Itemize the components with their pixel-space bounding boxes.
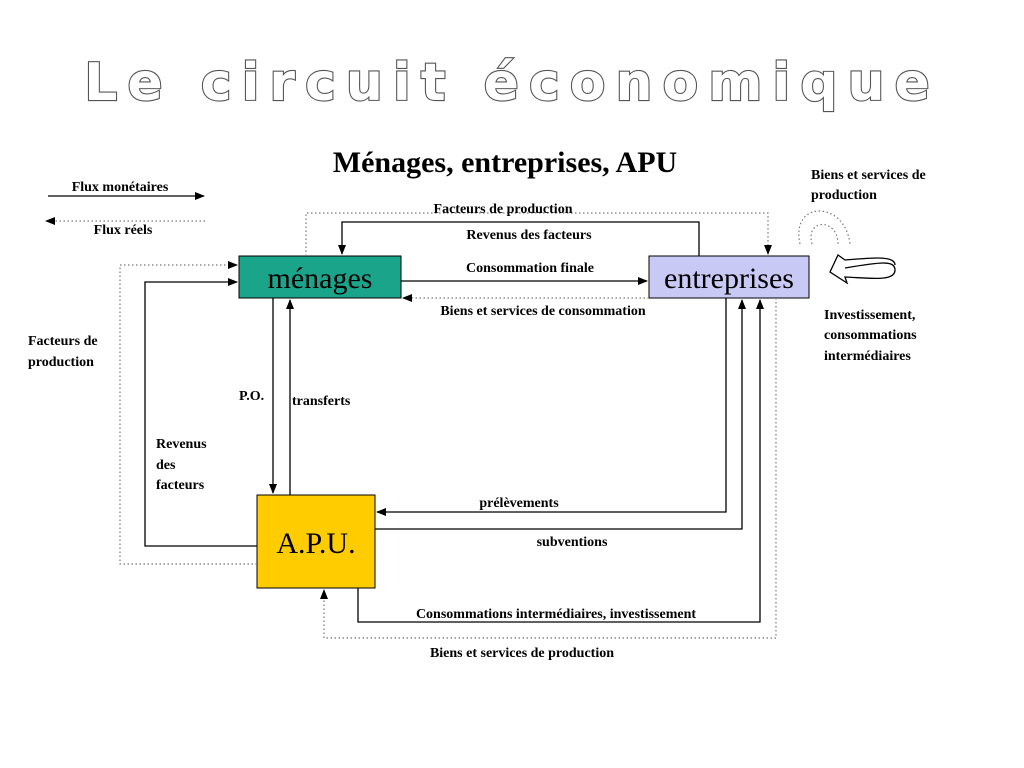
- facteurs-production-left-arrow: [119, 261, 257, 565]
- menages-label: ménages: [268, 262, 373, 295]
- menages-box: [238, 255, 402, 299]
- label-investissement-right-1: Investissement,: [824, 308, 915, 323]
- apu-box: [256, 494, 376, 589]
- label-facteurs-production-left-2: production: [28, 355, 94, 370]
- label-po: P.O.: [239, 389, 264, 404]
- apu-label: A.P.U.: [276, 527, 355, 560]
- label-investissement-right-3: intermédiaires: [824, 349, 911, 364]
- label-consommation-finale: Consommation finale: [466, 261, 594, 276]
- biens-production-bottom-arrow: [320, 298, 777, 639]
- legend-monetary-label: Flux monétaires: [72, 180, 169, 195]
- node-entreprises: entreprises: [648, 255, 810, 299]
- facteurs-production-top-arrow: [305, 212, 772, 256]
- label-biens-production-right-1: Biens et services de: [811, 168, 926, 183]
- label-revenus-left-3: facteurs: [156, 478, 205, 493]
- label-revenus-facteurs-top: Revenus des facteurs: [466, 228, 592, 243]
- label-transferts: transferts: [292, 394, 351, 409]
- revenus-facteurs-left-arrow: [144, 278, 257, 547]
- label-ci-investissement: Consommations intermédiaires, investisse…: [416, 607, 696, 622]
- label-biens-production-bottom: Biens et services de production: [430, 646, 614, 661]
- investissement-self-loop: [829, 254, 896, 285]
- page-title: Le circuit économique: [84, 53, 940, 113]
- subventions-arrow: [375, 299, 746, 530]
- label-revenus-left-2: des: [156, 458, 176, 473]
- label-subventions: subventions: [537, 535, 608, 550]
- diagram-subtitle: Ménages, entreprises, APU: [333, 146, 677, 179]
- entreprises-box: [648, 255, 810, 299]
- label-biens-services-consommation: Biens et services de consommation: [440, 304, 646, 319]
- ci-investissement-arrow: [357, 299, 764, 623]
- label-facteurs-production-left-1: Facteurs de: [28, 334, 98, 349]
- biens-production-self-loop: [798, 210, 851, 245]
- label-biens-production-right-2: production: [811, 188, 877, 203]
- label-facteurs-production-top: Facteurs de production: [434, 202, 573, 217]
- entreprises-label: entreprises: [664, 262, 794, 295]
- prelevements-arrow: [376, 298, 727, 516]
- revenus-facteurs-arrow: [338, 221, 700, 256]
- label-revenus-left-1: Revenus: [156, 437, 207, 452]
- node-apu: A.P.U.: [256, 494, 376, 589]
- legend: Flux monétaires Flux réels: [45, 180, 205, 238]
- legend-real-label: Flux réels: [94, 223, 153, 238]
- node-menages: ménages: [238, 255, 402, 299]
- label-prelevements: prélèvements: [479, 496, 559, 511]
- label-investissement-right-2: consommations: [824, 328, 917, 343]
